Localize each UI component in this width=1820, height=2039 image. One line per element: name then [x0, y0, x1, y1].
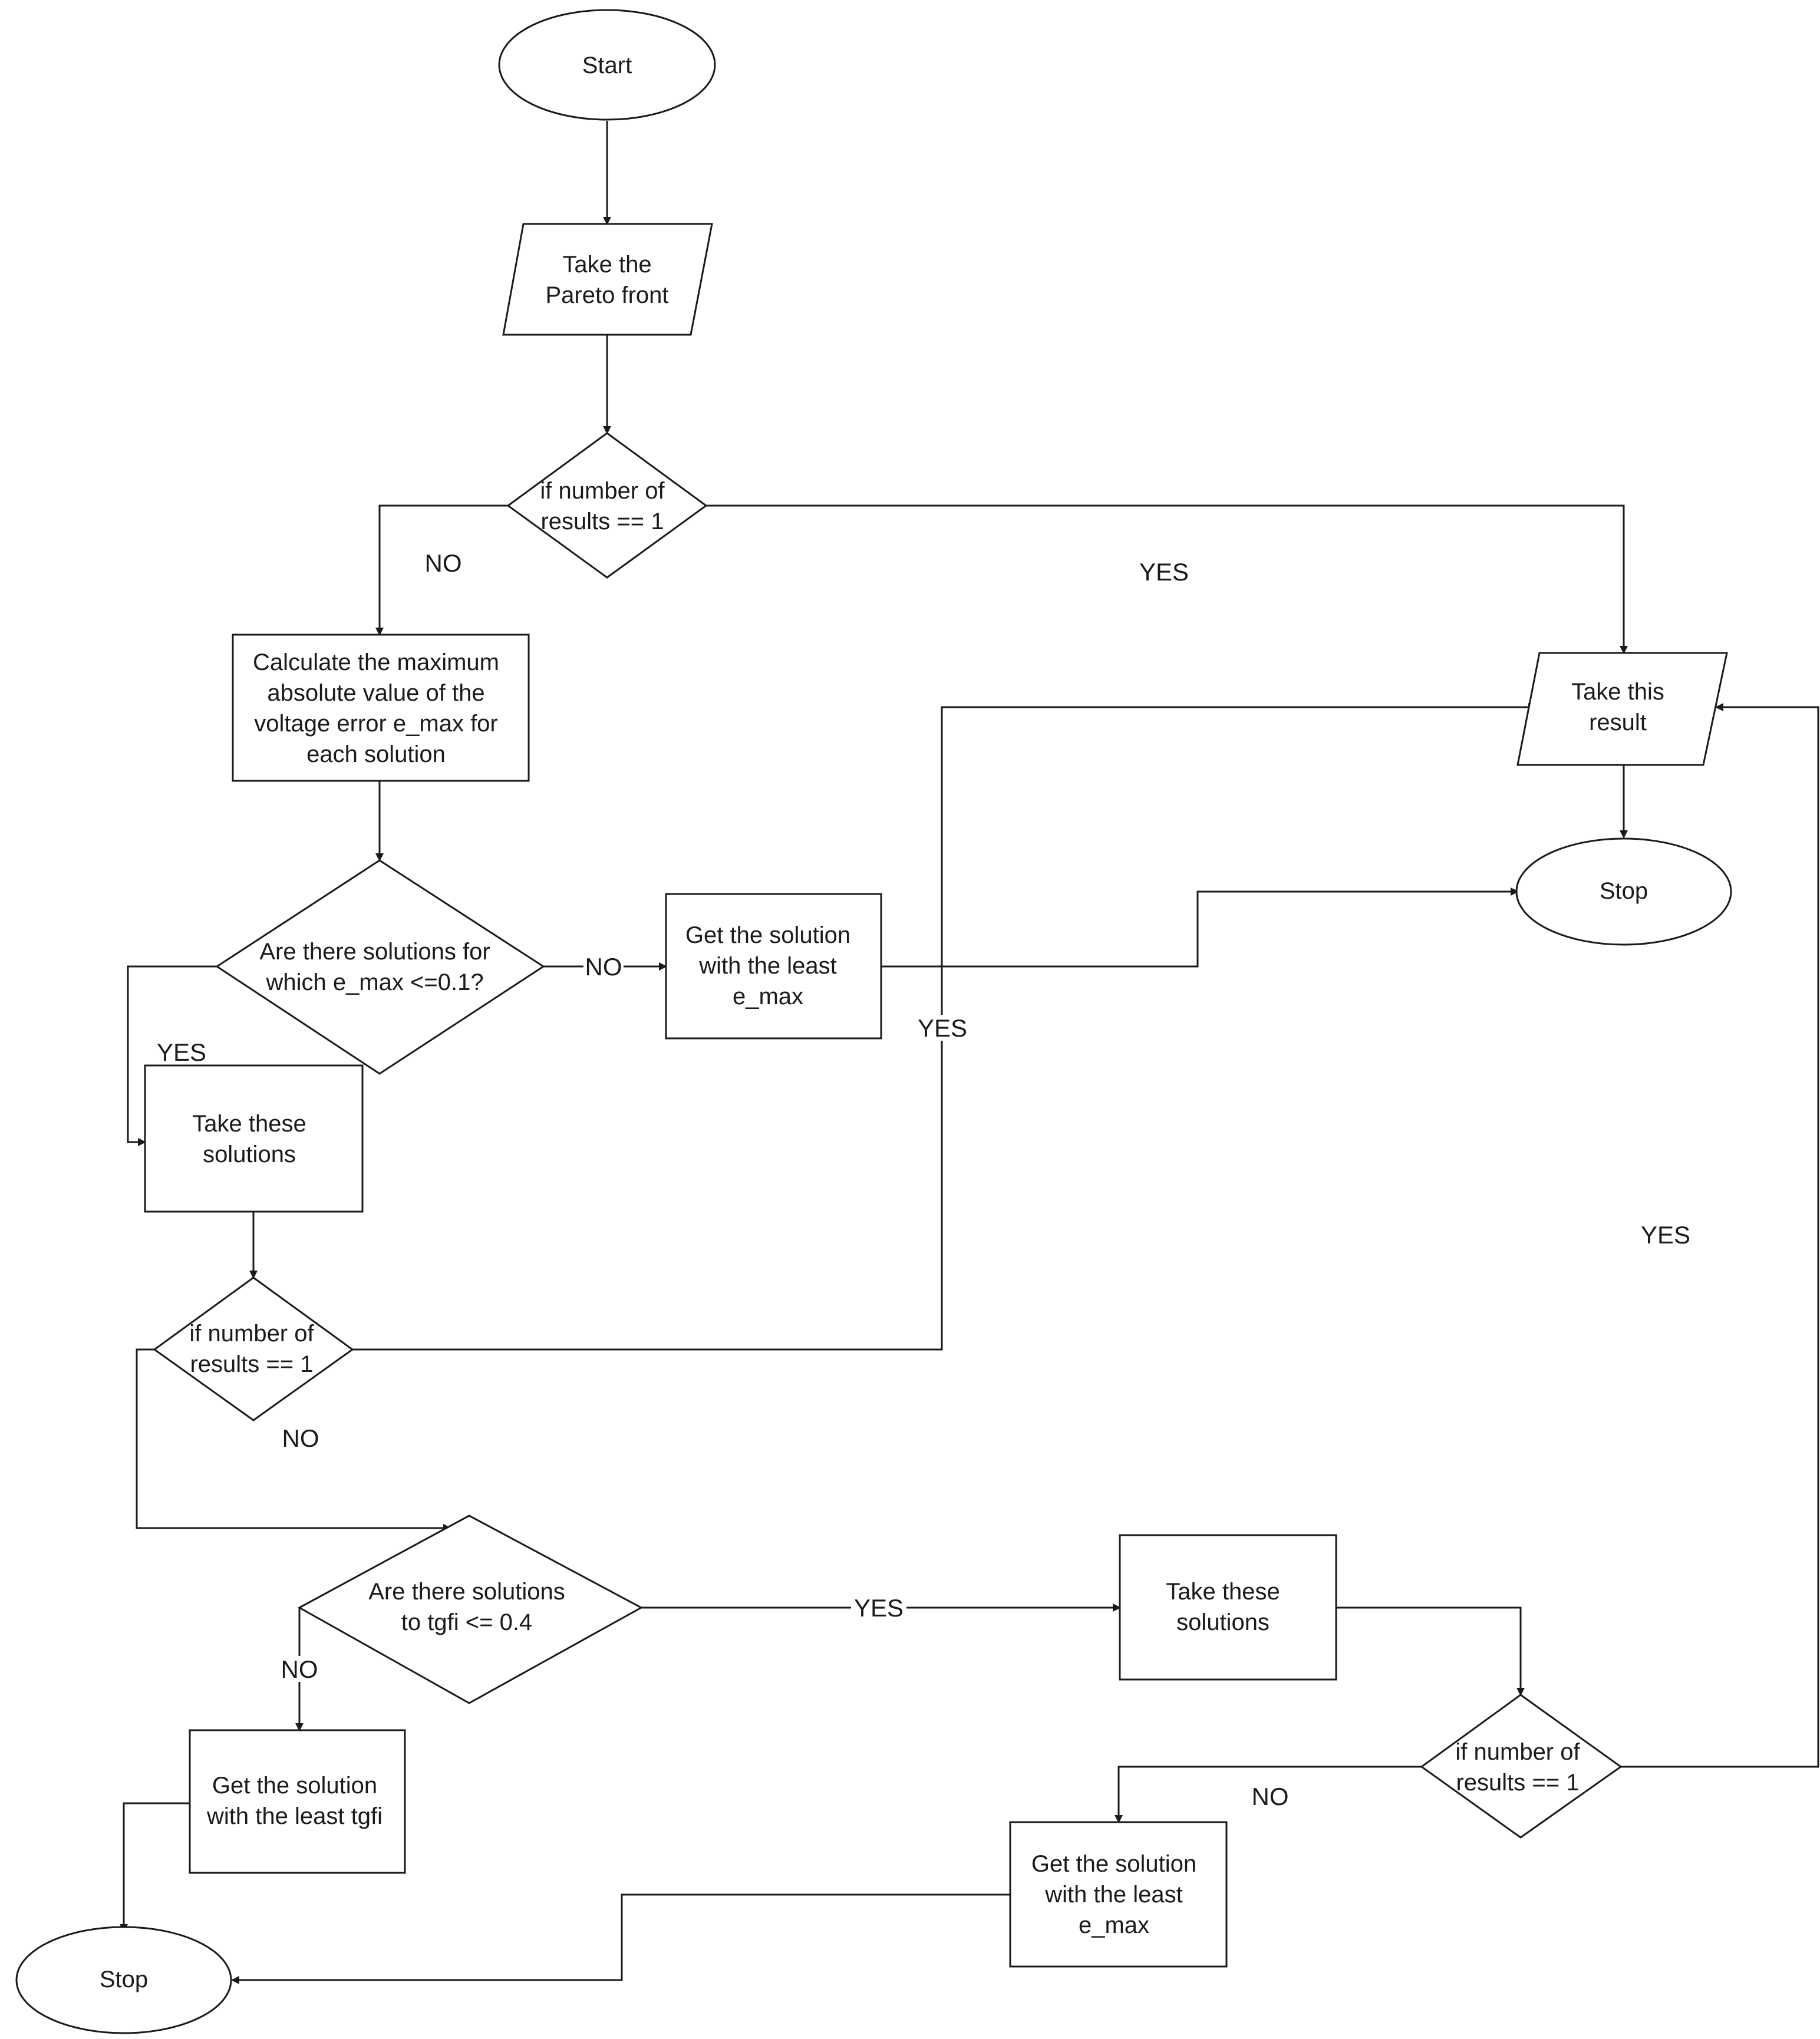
dec2-line: Are there solutions for [259, 939, 490, 965]
dec2-yes-label: YES [157, 1038, 206, 1066]
dec5-label: if number of results == 1 [1455, 1739, 1580, 1796]
dec3-no-label: NO [282, 1424, 319, 1452]
dec1-line: if number of [540, 478, 665, 504]
dec5-line: if number of [1455, 1739, 1580, 1765]
dec1-no-label: NO [425, 549, 462, 577]
least-emax-2-process [1009, 1821, 1228, 1968]
least-tgfi-label: Get the solution with the least tgfi [206, 1773, 383, 1829]
take-solutions-1-label: Take these solutions [192, 1111, 306, 1167]
edge-dec2-yes-to-take-solutions [127, 965, 217, 1146]
calc-emax-process [232, 634, 530, 782]
edge-dec1-yes-to-take-result [706, 504, 1628, 654]
nodes [15, 9, 1732, 2034]
take-result-io [1516, 652, 1728, 766]
edge-dec1-no-to-calc [375, 504, 508, 636]
least-emax-2-label: Get the solution with the least e_max [1031, 1851, 1196, 1938]
take-solutions-1-line: solutions [203, 1141, 296, 1167]
dec3-line: results == 1 [190, 1351, 313, 1377]
edge-least-tgfi-to-stop [120, 1802, 190, 1932]
stop-right-line: Stop [1600, 878, 1648, 904]
stop-left-line: Stop [100, 1967, 148, 1992]
dec1-diamond [506, 432, 708, 579]
calc-emax-line: voltage error e_max for [254, 711, 498, 737]
dec3-yes-label: YES [918, 1014, 967, 1042]
least-emax-2-line: Get the solution [1031, 1851, 1196, 1877]
calc-emax-label: Calculate the maximum absolute value of t… [253, 649, 499, 767]
edge-take-solutions-to-dec5 [1336, 1606, 1525, 1696]
take-pareto-line: Pareto front [545, 282, 668, 308]
take-result-line: Take this [1571, 679, 1664, 705]
dec2-no-label-bg [583, 953, 624, 979]
take-pareto-line: Take the [562, 252, 651, 278]
dec5-diamond [1420, 1694, 1623, 1839]
start-terminal [498, 9, 716, 121]
least-tgfi-process [189, 1729, 406, 1874]
edge-labels: NO YES NO YES YES NO YES NO YES NO [157, 549, 1690, 1810]
dec3-yes-label-bg [915, 1015, 970, 1041]
dec5-line: results == 1 [1456, 1770, 1579, 1796]
calc-emax-line: Calculate the maximum [253, 649, 499, 675]
take-solutions-2-process [1119, 1534, 1337, 1681]
take-solutions-2-line: solutions [1176, 1609, 1270, 1635]
least-emax-1-line: with the least [698, 953, 836, 979]
dec4-line: Are there solutions [368, 1579, 565, 1605]
dec4-yes-label: YES [854, 1594, 904, 1622]
take-result-line: result [1589, 710, 1647, 735]
dec4-diamond [297, 1515, 644, 1704]
dec2-no-label: NO [585, 953, 622, 981]
dec4-no-label-bg [279, 1656, 319, 1682]
edge-dec5-yes-to-take-result [1621, 703, 1819, 1768]
dec4-line: to tgfi <= 0.4 [401, 1609, 532, 1635]
stop-left-terminal [15, 1926, 232, 2034]
dec2-diamond [215, 859, 545, 1075]
dec1-label: if number of results == 1 [540, 478, 665, 535]
take-solutions-2-label: Take these solutions [1166, 1579, 1280, 1635]
dec4-yes-label-bg [851, 1595, 906, 1621]
dec4-no-label: NO [281, 1655, 318, 1683]
least-emax-1-line: Get the solution [685, 922, 850, 948]
least-emax-2-line: e_max [1079, 1912, 1149, 1938]
stop-left-label: Stop [100, 1967, 148, 1992]
edge-dec3-no-to-dec4 [136, 1348, 451, 1532]
take-result-label: Take this result [1571, 679, 1664, 735]
least-emax-2-line: with the least [1044, 1882, 1182, 1908]
take-solutions-2-line: Take these [1166, 1579, 1280, 1605]
edge-least-emax-to-stop [881, 887, 1519, 968]
stop-right-terminal [1515, 837, 1732, 946]
dec3-diamond [153, 1276, 354, 1421]
dec2-label: Are there solutions for which e_max <=0.1… [259, 939, 490, 995]
edge-dec5-no-to-least-emax [1115, 1766, 1422, 1823]
start-line: Start [582, 52, 632, 78]
least-tgfi-line: Get the solution [212, 1773, 377, 1799]
dec3-line: if number of [189, 1321, 314, 1347]
take-pareto-io [502, 223, 713, 336]
dec3-label: if number of results == 1 [189, 1321, 314, 1377]
dec2-line: which e_max <=0.1? [265, 969, 483, 995]
least-emax-1-line: e_max [733, 984, 803, 1009]
take-solutions-1-line: Take these [192, 1111, 306, 1137]
calc-emax-line: each solution [306, 741, 446, 767]
dec5-yes-label: YES [1641, 1221, 1690, 1249]
dec1-yes-label: YES [1139, 558, 1189, 586]
least-tgfi-line: with the least tgfi [206, 1803, 383, 1829]
edge-least-emax-to-stop-left [231, 1893, 1010, 1984]
dec1-line: results == 1 [540, 509, 664, 535]
dec5-no-label: NO [1252, 1783, 1289, 1810]
dec4-label: Are there solutions to tgfi <= 0.4 [368, 1579, 565, 1635]
calc-emax-line: absolute value of the [267, 680, 484, 706]
least-emax-1-process [665, 893, 882, 1040]
least-emax-1-label: Get the solution with the least e_max [685, 922, 850, 1009]
stop-right-label: Stop [1600, 878, 1648, 904]
start-label: Start [582, 52, 632, 78]
take-solutions-1-process [144, 1064, 364, 1213]
